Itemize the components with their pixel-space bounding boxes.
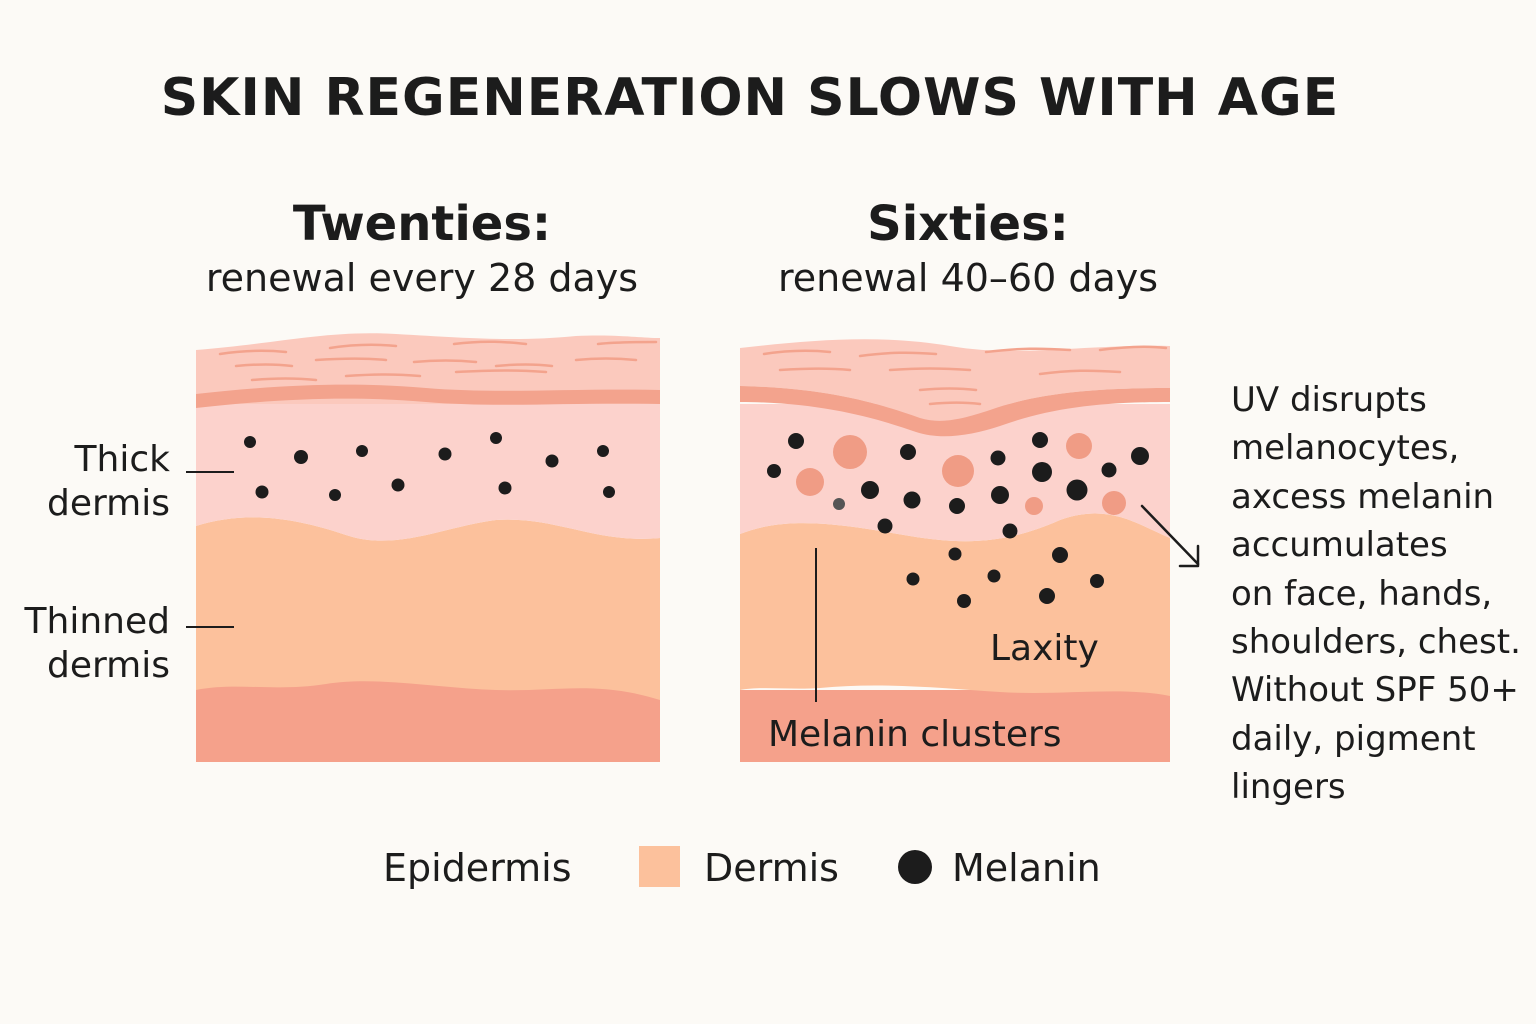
old-epidermis-layer: [740, 339, 1170, 421]
melanin-clusters-label: Melanin clusters: [768, 714, 1062, 755]
thick-dermis-label: Thick dermis: [47, 439, 170, 524]
young-melanin-dots: [244, 432, 615, 501]
twenties-heading: Twenties: renewal every 28 days: [192, 196, 652, 304]
twenties-age-label: Twenties:: [292, 196, 552, 252]
old-deep-layer: [740, 690, 1170, 762]
legend-melanin-dot-icon: [898, 850, 932, 884]
young-upper-dermis-layer: [196, 404, 660, 541]
twenties-renewal-label: renewal every 28 days: [205, 256, 639, 300]
sixties-renewal-label: renewal 40–60 days: [777, 256, 1159, 300]
young-skin-cross-section: [196, 333, 660, 762]
thinned-dermis-label: Thinned dermis: [24, 601, 170, 686]
young-dermis-layer: [196, 517, 660, 700]
legend-dermis-swatch: [639, 846, 680, 887]
old-pigment-spots: [796, 433, 1126, 515]
old-skin-cross-section: [740, 339, 1170, 762]
old-melanin-dots: [767, 432, 1149, 608]
melanin-clusters-pointer: [815, 548, 817, 702]
legend: Epidermis Dermis Melanin: [0, 840, 1536, 900]
legend-epidermis-label: Epidermis: [383, 846, 572, 890]
uv-arrow-icon: [1140, 504, 1200, 568]
laxity-label: Laxity: [990, 628, 1099, 669]
legend-melanin-label: Melanin: [952, 846, 1101, 890]
young-basement-band: [196, 384, 660, 408]
sixties-age-label: Sixties:: [867, 196, 1069, 252]
legend-dermis-label: Dermis: [704, 846, 839, 890]
old-skin-texture: [762, 345, 1168, 406]
old-basement-band: [740, 386, 1170, 437]
young-skin-texture: [218, 340, 658, 382]
sixties-heading: Sixties: renewal 40–60 days: [738, 196, 1198, 304]
thick-dermis-pointer: [186, 471, 234, 473]
page-title: SKIN REGENERATION SLOWS WITH AGE: [160, 68, 1340, 128]
thinned-dermis-pointer: [186, 626, 234, 628]
uv-explanation-note: UV disrupts melanocytes, axcess melanin …: [1231, 380, 1521, 808]
